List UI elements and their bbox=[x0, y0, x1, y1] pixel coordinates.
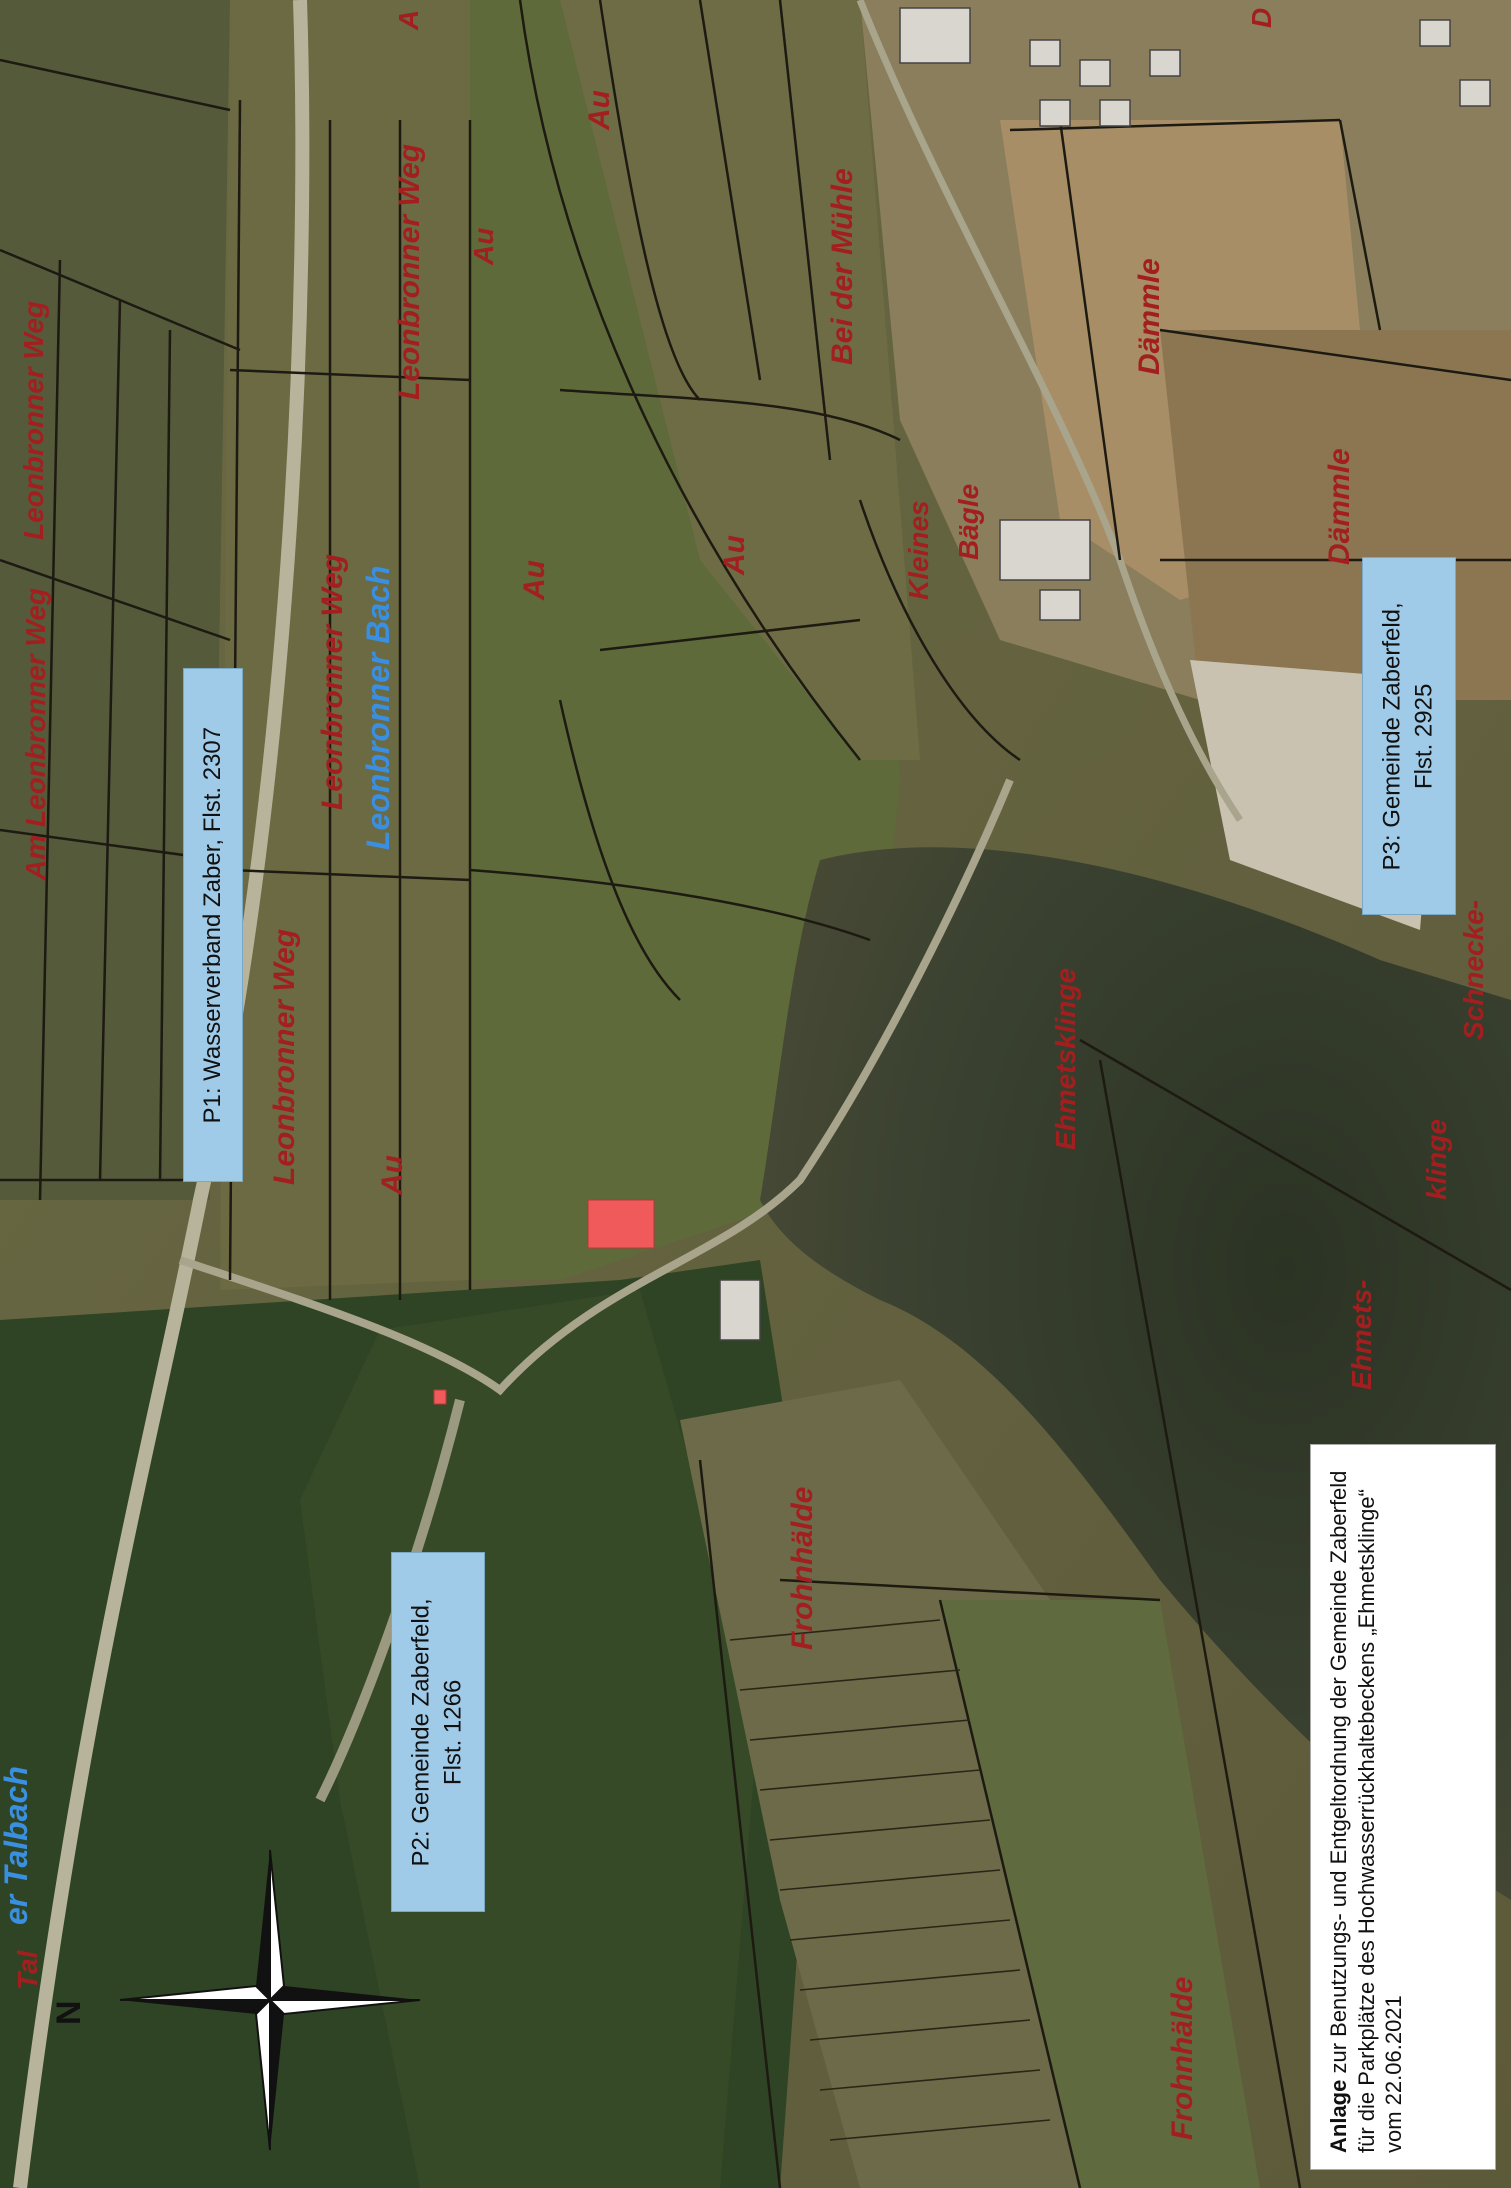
place-label-au: Au bbox=[718, 535, 751, 575]
field-area-leonbronner bbox=[220, 0, 480, 1290]
highlight-parcel-main bbox=[587, 1199, 655, 1249]
place-label-leonbronner-weg: Leonbronner Weg bbox=[268, 928, 301, 1185]
parking-label-p1: P1: Wasserverband Zaber, Flst. 2307 bbox=[183, 668, 243, 1182]
parking-label-p3: P3: Gemeinde Zaberfeld, Flst. 2925 bbox=[1362, 557, 1456, 915]
place-label-ehmetsklinge: Ehmetsklinge bbox=[1050, 967, 1081, 1150]
caption-text: zur Benutzungs- und Entgeltordnung der G… bbox=[1326, 1470, 1406, 2153]
place-label-baegle: Bägle bbox=[953, 483, 984, 560]
parking-label-p3-line1: P3: Gemeinde Zaberfeld, bbox=[1378, 601, 1406, 871]
place-label-tal: Tal bbox=[12, 1950, 43, 1990]
field-frohnhaelde-south bbox=[940, 1600, 1260, 2188]
road-p2 bbox=[315, 1398, 465, 1803]
place-label-leonbronner-weg: Leonbronner Weg bbox=[18, 300, 49, 540]
parking-label-p1-line1: P1: Wasserverband Zaber, Flst. 2307 bbox=[198, 726, 226, 1124]
water-label-leonbronner-bach: Leonbronner Bach bbox=[360, 565, 396, 850]
forest-area-2 bbox=[300, 1290, 760, 2188]
road-main bbox=[13, 0, 310, 2188]
road-dam bbox=[178, 778, 1014, 1396]
place-label-am-leonbronner-weg: Am Leonbronner Weg bbox=[20, 588, 51, 880]
place-label-edge-d: D bbox=[1246, 7, 1277, 28]
buildings bbox=[719, 7, 1491, 1341]
parking-label-p2-line1: P2: Gemeinde Zaberfeld, bbox=[407, 1597, 435, 1867]
water-label-talbach: er Talbach bbox=[0, 1766, 34, 1925]
place-label-au: Au bbox=[518, 560, 551, 600]
place-label-daemmle: Dämmle bbox=[1133, 258, 1166, 375]
parking-label-p3-line2: Flst. 2925 bbox=[1411, 683, 1438, 789]
place-label-kleines: Kleines bbox=[903, 500, 934, 600]
road-village bbox=[856, 0, 1243, 822]
vineyard-rows bbox=[729, 1619, 1051, 2141]
place-label-frohnhaelde: Frohnhälde bbox=[1166, 1976, 1199, 2140]
highlight-parcel-small bbox=[433, 1389, 447, 1405]
place-label-leonbronner-weg: Leonbronner Weg bbox=[316, 553, 349, 810]
parking-label-p2-line2: Flst. 1266 bbox=[440, 1679, 467, 1785]
place-label-au: Au bbox=[376, 1155, 409, 1195]
caption-bold: Anlage bbox=[1326, 2079, 1351, 2153]
compass-rose bbox=[119, 1849, 421, 2151]
place-label-edge-a: A bbox=[393, 9, 424, 30]
place-label-ehmetsklinge: Ehmets- bbox=[1346, 1279, 1377, 1390]
map-caption: Anlage zur Benutzungs- und Entgeltordnun… bbox=[1310, 1444, 1496, 2170]
place-label-klinge: klinge bbox=[1421, 1119, 1452, 1200]
place-label-au: Au bbox=[468, 227, 499, 265]
place-label-daemmle: Dämmle bbox=[1323, 448, 1356, 565]
place-label-schnecke: Schnecke- bbox=[1458, 899, 1489, 1040]
place-label-leonbronner-weg: Leonbronner Weg bbox=[393, 143, 426, 400]
place-label-frohnhaelde: Frohnhälde bbox=[786, 1486, 819, 1650]
field-au-north bbox=[560, 0, 920, 760]
compass-north-letter: N bbox=[50, 2000, 88, 2025]
parking-label-p2: P2: Gemeinde Zaberfeld, Flst. 1266 bbox=[391, 1552, 485, 1912]
place-label-bei-der-muehle: Bei der Mühle bbox=[826, 168, 859, 365]
place-label-au: Au bbox=[583, 90, 616, 130]
